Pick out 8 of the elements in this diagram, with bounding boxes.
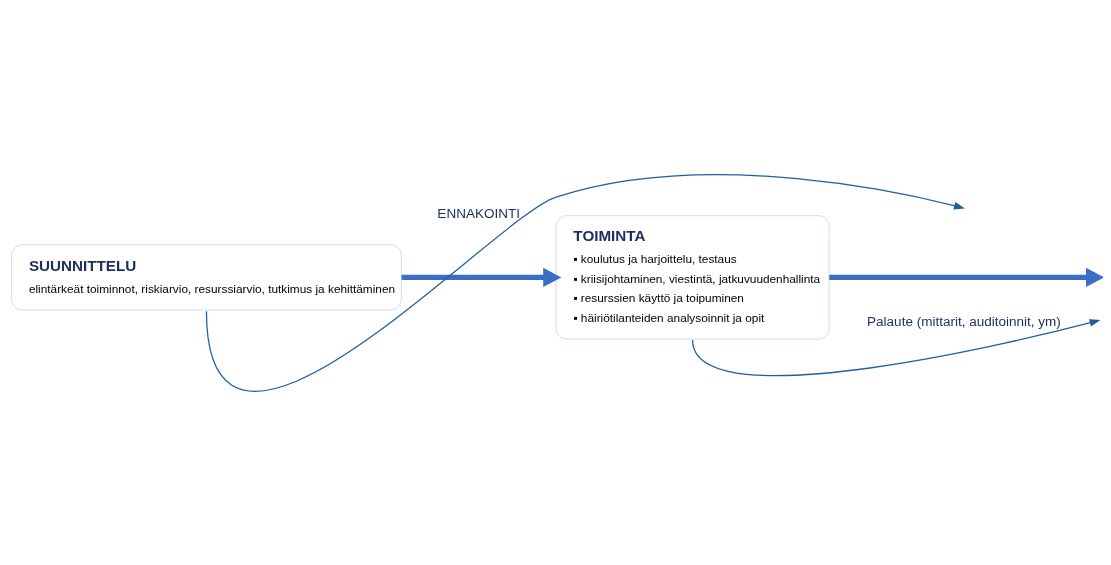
node-box: TOIMINTA ▪ koulutus ja harjoittelu, testaus ▪ kriisijohtaminen, viestintä, jatkuvuudenhallinta ▪ resurssien käyttö ja toipuminen ▪ häiriötilanteiden analysoinnit ja opit <box>555 214 830 340</box>
edge-label: ENNAKOINTI <box>437 205 520 221</box>
edge-label: Palaute (mittarit, auditoinnit, ym) <box>867 313 1061 329</box>
node-box: SUUNNITTELU elintärkeät toiminnot, riskiarvio, resurssiarvio, tutkimus ja kehittäminen <box>11 243 402 310</box>
arrow <box>401 267 562 287</box>
arrow <box>691 318 1101 376</box>
arrow <box>829 267 1103 287</box>
arrow <box>205 173 965 392</box>
